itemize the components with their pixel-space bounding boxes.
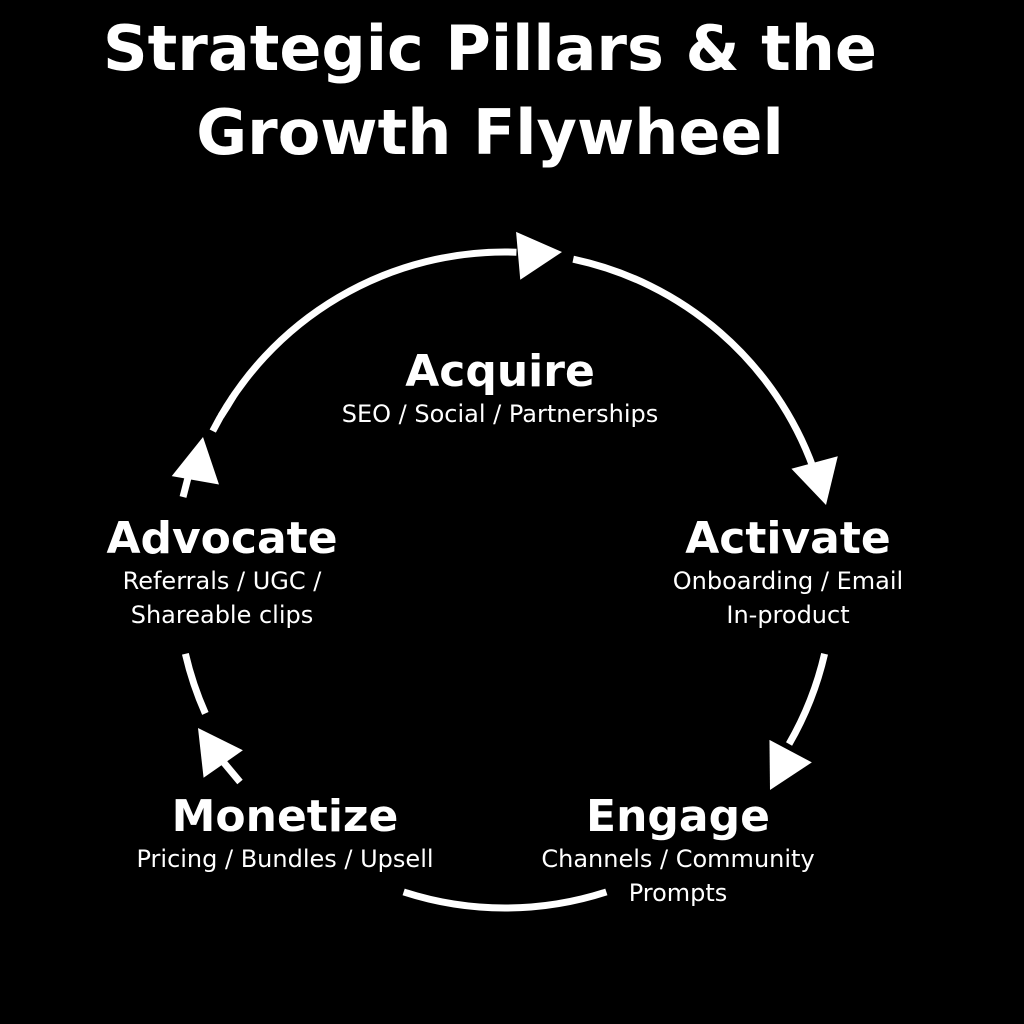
arc-activate-to-engage [786,652,829,746]
node-advocate-label: Advocate [106,513,338,564]
arc-monetize-to-advocate [181,652,209,715]
node-acquire-detail: SEO / Social / Partnerships [341,400,659,428]
arc-acquire-to-activate [572,255,817,470]
node-engage-detail-1: Channels / Community [541,845,815,873]
node-advocate-detail-2: Shareable clips [130,601,314,629]
arrowhead-to-activate-icon [791,456,838,505]
node-advocate-detail-1: Referrals / UGC / [122,567,322,595]
node-activate-detail-2: In-product [726,601,850,629]
node-monetize-label: Monetize [171,791,399,842]
arrowhead-to-engage-icon [769,739,812,790]
node-engage-label: Engage [586,791,770,842]
node-activate-label: Activate [685,513,891,564]
node-engage-detail-2: Prompts [628,879,728,907]
arrowhead-to-advocate-lower-icon [198,728,243,778]
arc-advocate-lower [218,394,237,418]
node-monetize: Monetize Pricing / Bundles / Upsell [136,792,433,876]
node-engage: Engage Channels / Community Prompts [541,792,814,910]
node-activate: Activate Onboarding / Email In-product [673,514,903,632]
stem-monetize-arrow [212,749,243,785]
node-monetize-detail: Pricing / Bundles / Upsell [136,845,434,873]
node-acquire: Acquire SEO / Social / Partnerships [342,347,658,431]
arc-advocate-to-acquire [209,248,517,433]
arrowhead-to-acquire-left-icon [171,437,219,485]
stem-advocate-arrow [179,469,194,498]
title-line-2: Growth Flywheel [196,96,784,169]
arrowhead-to-acquire-icon [516,231,562,280]
title-line-1: Strategic Pillars & the [103,12,877,85]
arc-engage-to-monetize [402,888,608,912]
node-activate-detail-1: Onboarding / Email [672,567,904,595]
node-acquire-label: Acquire [405,346,595,397]
node-advocate: Advocate Referrals / UGC / Shareable cli… [106,514,337,632]
